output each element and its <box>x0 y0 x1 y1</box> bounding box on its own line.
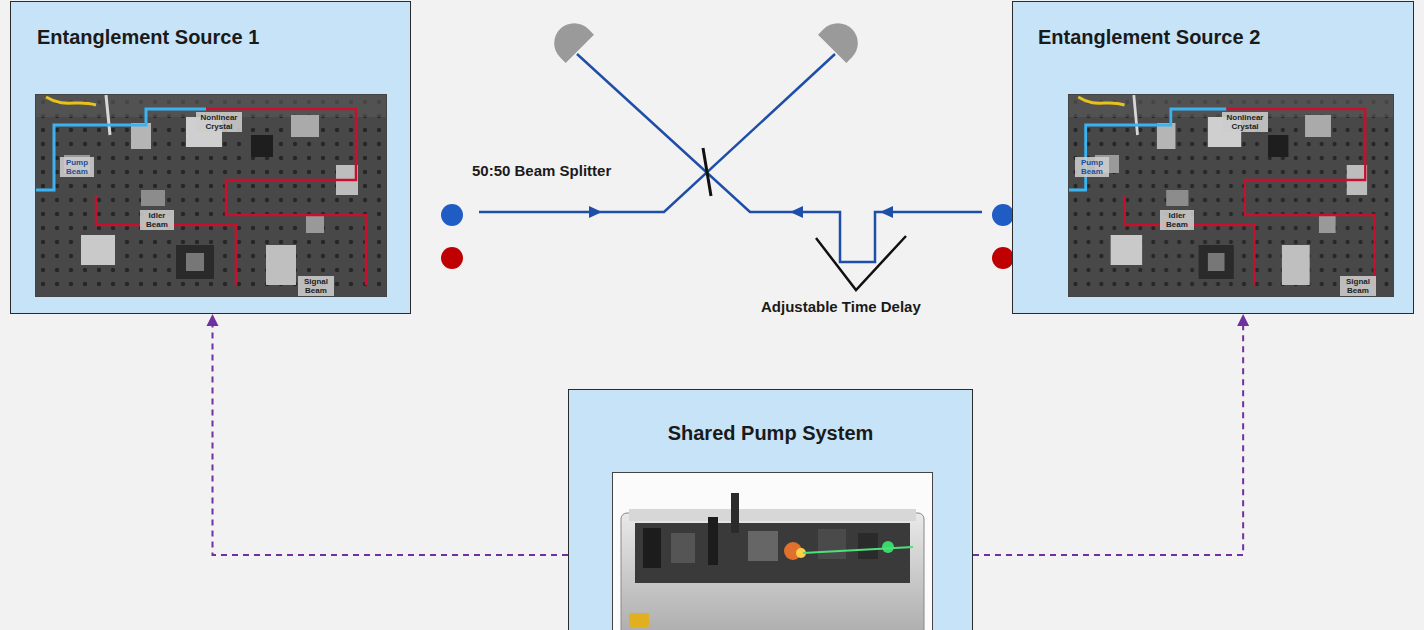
photon-dot <box>441 247 463 269</box>
photo-tag: Idler Beam <box>140 210 174 230</box>
photo-tag: Nonlinear Crystal <box>1222 112 1268 132</box>
pump-connector <box>973 325 1243 555</box>
direction-arrow <box>880 206 893 218</box>
delay-bracket <box>816 236 906 290</box>
photon-dot <box>992 247 1014 269</box>
photo-tag: Nonlinear Crystal <box>196 112 242 132</box>
arrow-head <box>1237 314 1249 326</box>
photo-tag: Pump Beam <box>1075 157 1109 177</box>
pump-connector <box>213 325 568 555</box>
direction-arrow <box>589 206 602 218</box>
arrow-head <box>207 314 219 326</box>
direction-arrow <box>790 206 803 218</box>
photon-dot <box>441 204 463 226</box>
photo-tag: Idler Beam <box>1160 210 1194 230</box>
photo-tag: Signal Beam <box>1340 276 1376 296</box>
beam-splitter <box>703 148 711 196</box>
photo-tag: Pump Beam <box>60 157 94 177</box>
source-box: Entanglement Source 2 <box>1012 1 1414 314</box>
pump-box: Shared Pump System <box>568 389 973 630</box>
box-title: Entanglement Source 1 <box>37 26 259 49</box>
box-title: Shared Pump System <box>668 422 874 445</box>
laser-photo <box>612 472 933 630</box>
photon-path <box>479 54 835 212</box>
detector <box>546 15 594 63</box>
photon-path <box>577 54 982 262</box>
detector <box>818 15 866 63</box>
box-title: Entanglement Source 2 <box>1038 26 1260 49</box>
component-label: 50:50 Beam Splitter <box>472 162 611 179</box>
photon-dot <box>992 204 1014 226</box>
photo-tag: Signal Beam <box>298 276 334 296</box>
component-label: Adjustable Time Delay <box>761 298 921 315</box>
